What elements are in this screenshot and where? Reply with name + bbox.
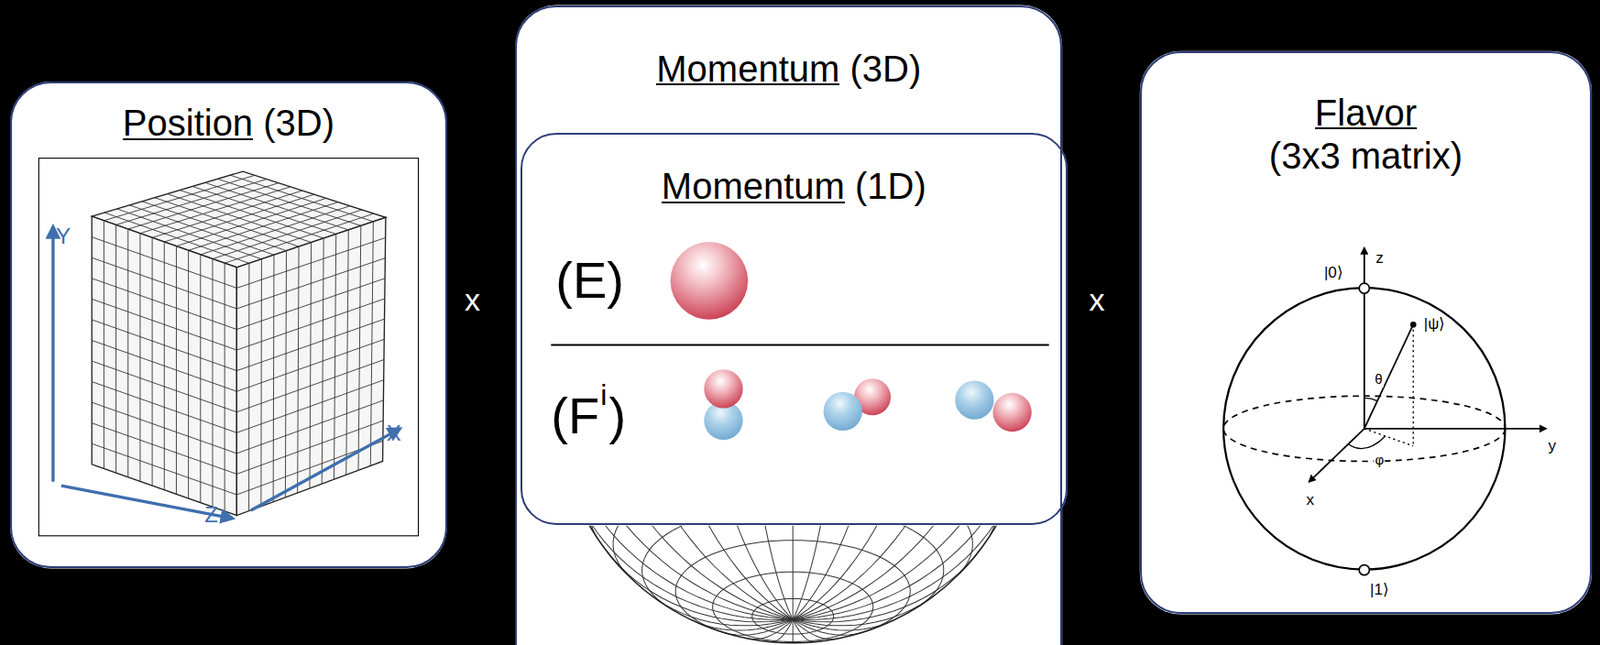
pole-point [1358,283,1370,294]
axis-label: z [1374,249,1385,267]
sphere-meridian [792,549,980,623]
grid-line [236,360,384,413]
grid-line [224,263,226,512]
grid-line [91,423,237,475]
grid-line [91,339,237,392]
title-underline [1315,127,1417,130]
grid-line [333,233,336,480]
grid-line [321,238,324,484]
energy-symbol: (E) [555,252,625,309]
panel-box: Flavor(3x3 matrix) [1139,51,1592,615]
grid-line [236,400,384,454]
sphere-icon [703,369,743,408]
projection-line [1364,428,1414,447]
axis-label: X [386,421,402,446]
cube-face [91,216,237,516]
grid-line [236,420,384,474]
panel-subtitle: (3x3 matrix) [1150,134,1581,177]
box-fill [520,132,1068,527]
panel-box: Momentum (1D) [520,132,1068,527]
angle-label: θ [1373,372,1383,388]
sphere-meridian [792,619,794,643]
sphere-meridian [792,619,813,642]
flux-index: i [600,379,607,412]
state-label: |ψ⟩ [1423,316,1447,334]
sphere-icon [992,393,1031,432]
grid-line [211,259,213,508]
axis-label: y [1546,437,1557,455]
phi-arc [1347,436,1386,450]
title-underline [656,83,840,86]
angle-label: φ [1374,452,1386,469]
grid-line [91,443,237,495]
grid-line [175,197,327,246]
projection-line [1413,324,1414,447]
cube-face [236,217,386,516]
panel-box: Position (3D) [10,81,448,569]
grid-line [370,221,373,467]
sphere-icon [823,392,863,431]
grid-line [346,230,350,475]
axis-label: x [1305,491,1316,509]
title-underline [122,138,253,141]
state-label: |0⟩ [1323,264,1345,283]
grid-line [91,402,237,454]
sphere-icon [670,241,749,320]
grid-line [358,225,362,471]
grid-line [187,250,189,499]
state-vector [1364,324,1414,429]
grid-line [236,380,384,434]
title-underline [661,201,845,204]
grid-line [91,382,237,434]
image-frame [38,158,418,537]
sphere-meridian [792,619,836,639]
times-sign: x [1089,284,1106,318]
divider-line [550,343,1049,346]
times-sign: x [464,284,481,318]
axis-label: Y [55,224,71,249]
axis-label: Z [204,503,219,527]
grid-line [199,254,201,504]
x-axis-arrow [1309,428,1365,483]
theta-arc [1364,397,1378,401]
pole-point [1358,565,1370,576]
grid-line [218,178,362,226]
x-axis-arrow [251,428,401,511]
sphere-meridian [792,619,862,636]
sphere-meridian [605,549,793,623]
box-fill [1139,51,1592,615]
grid-line [175,246,177,495]
y-axis-arrow [51,226,55,482]
box-fill [10,81,448,569]
z-axis-arrow [1363,248,1366,429]
flux-symbol: (F [550,388,600,446]
y-axis-arrow [1364,427,1546,430]
flux-symbol: ) [609,388,627,446]
sphere-icon [954,380,994,419]
grid-line [230,175,373,222]
state-label: |1⟩ [1369,580,1391,599]
grid-line [236,339,384,392]
panel-box: Momentum (1D)Momentum (3D) [515,5,1063,645]
grid-line [91,361,237,413]
